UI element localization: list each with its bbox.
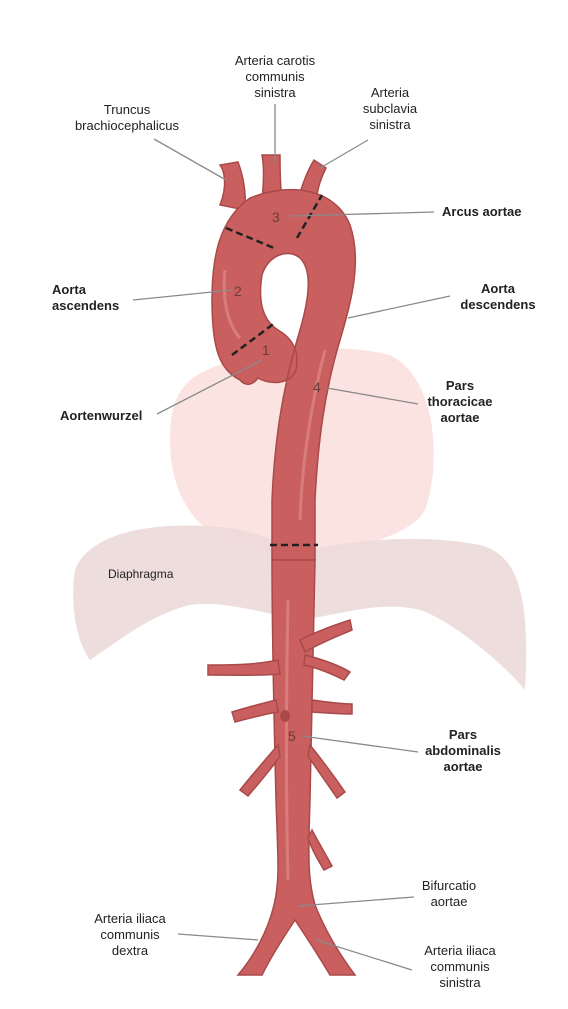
renal-branch-right [312, 700, 352, 714]
segment-number-3: 3 [272, 209, 280, 225]
leader-truncus [154, 139, 226, 180]
truncus-branch [220, 162, 245, 210]
label-carotis: Arteria carotis communis sinistra [215, 53, 335, 101]
label-bifurcatio: Bifurcatio aortae [410, 878, 488, 910]
label-thoracicae: Pars thoracicae aortae [422, 378, 498, 426]
leader-descendens [348, 296, 450, 318]
leader-subclavia [320, 140, 368, 168]
mesenterica-inferior [308, 830, 332, 870]
leader-bifurcatio [298, 897, 414, 906]
label-subclavia: Arteria subclavia sinistra [355, 85, 425, 133]
label-iliaca-sinistra: Arteria iliaca communis sinistra [410, 943, 510, 991]
label-diaphragma: Diaphragma [108, 566, 173, 582]
renal-branch-left [232, 700, 278, 722]
segment-number-2: 2 [234, 283, 242, 299]
label-iliaca-dextra: Arteria iliaca communis dextra [80, 911, 180, 959]
abdominal-aorta [238, 560, 355, 975]
segment-number-1: 1 [262, 342, 270, 358]
label-descendens: Aorta descendens [452, 281, 544, 313]
celiac-branch-left [208, 660, 280, 675]
label-truncus: Truncus brachiocephalicus [62, 102, 192, 134]
label-abdominalis: Pars abdominalis aortae [414, 727, 512, 775]
label-wurzel: Aortenwurzel [60, 408, 142, 424]
leader-iliaca-dextra [178, 934, 258, 940]
branch-ostium [280, 710, 290, 722]
lumbar-branch-left [240, 745, 280, 796]
segment-number-5: 5 [288, 728, 296, 744]
lumbar-branch-right [308, 745, 345, 798]
leader-abdominalis [302, 736, 418, 752]
label-arcus: Arcus aortae [442, 204, 521, 220]
label-ascendens: Aorta ascendens [52, 282, 119, 314]
segment-number-4: 4 [313, 379, 321, 395]
